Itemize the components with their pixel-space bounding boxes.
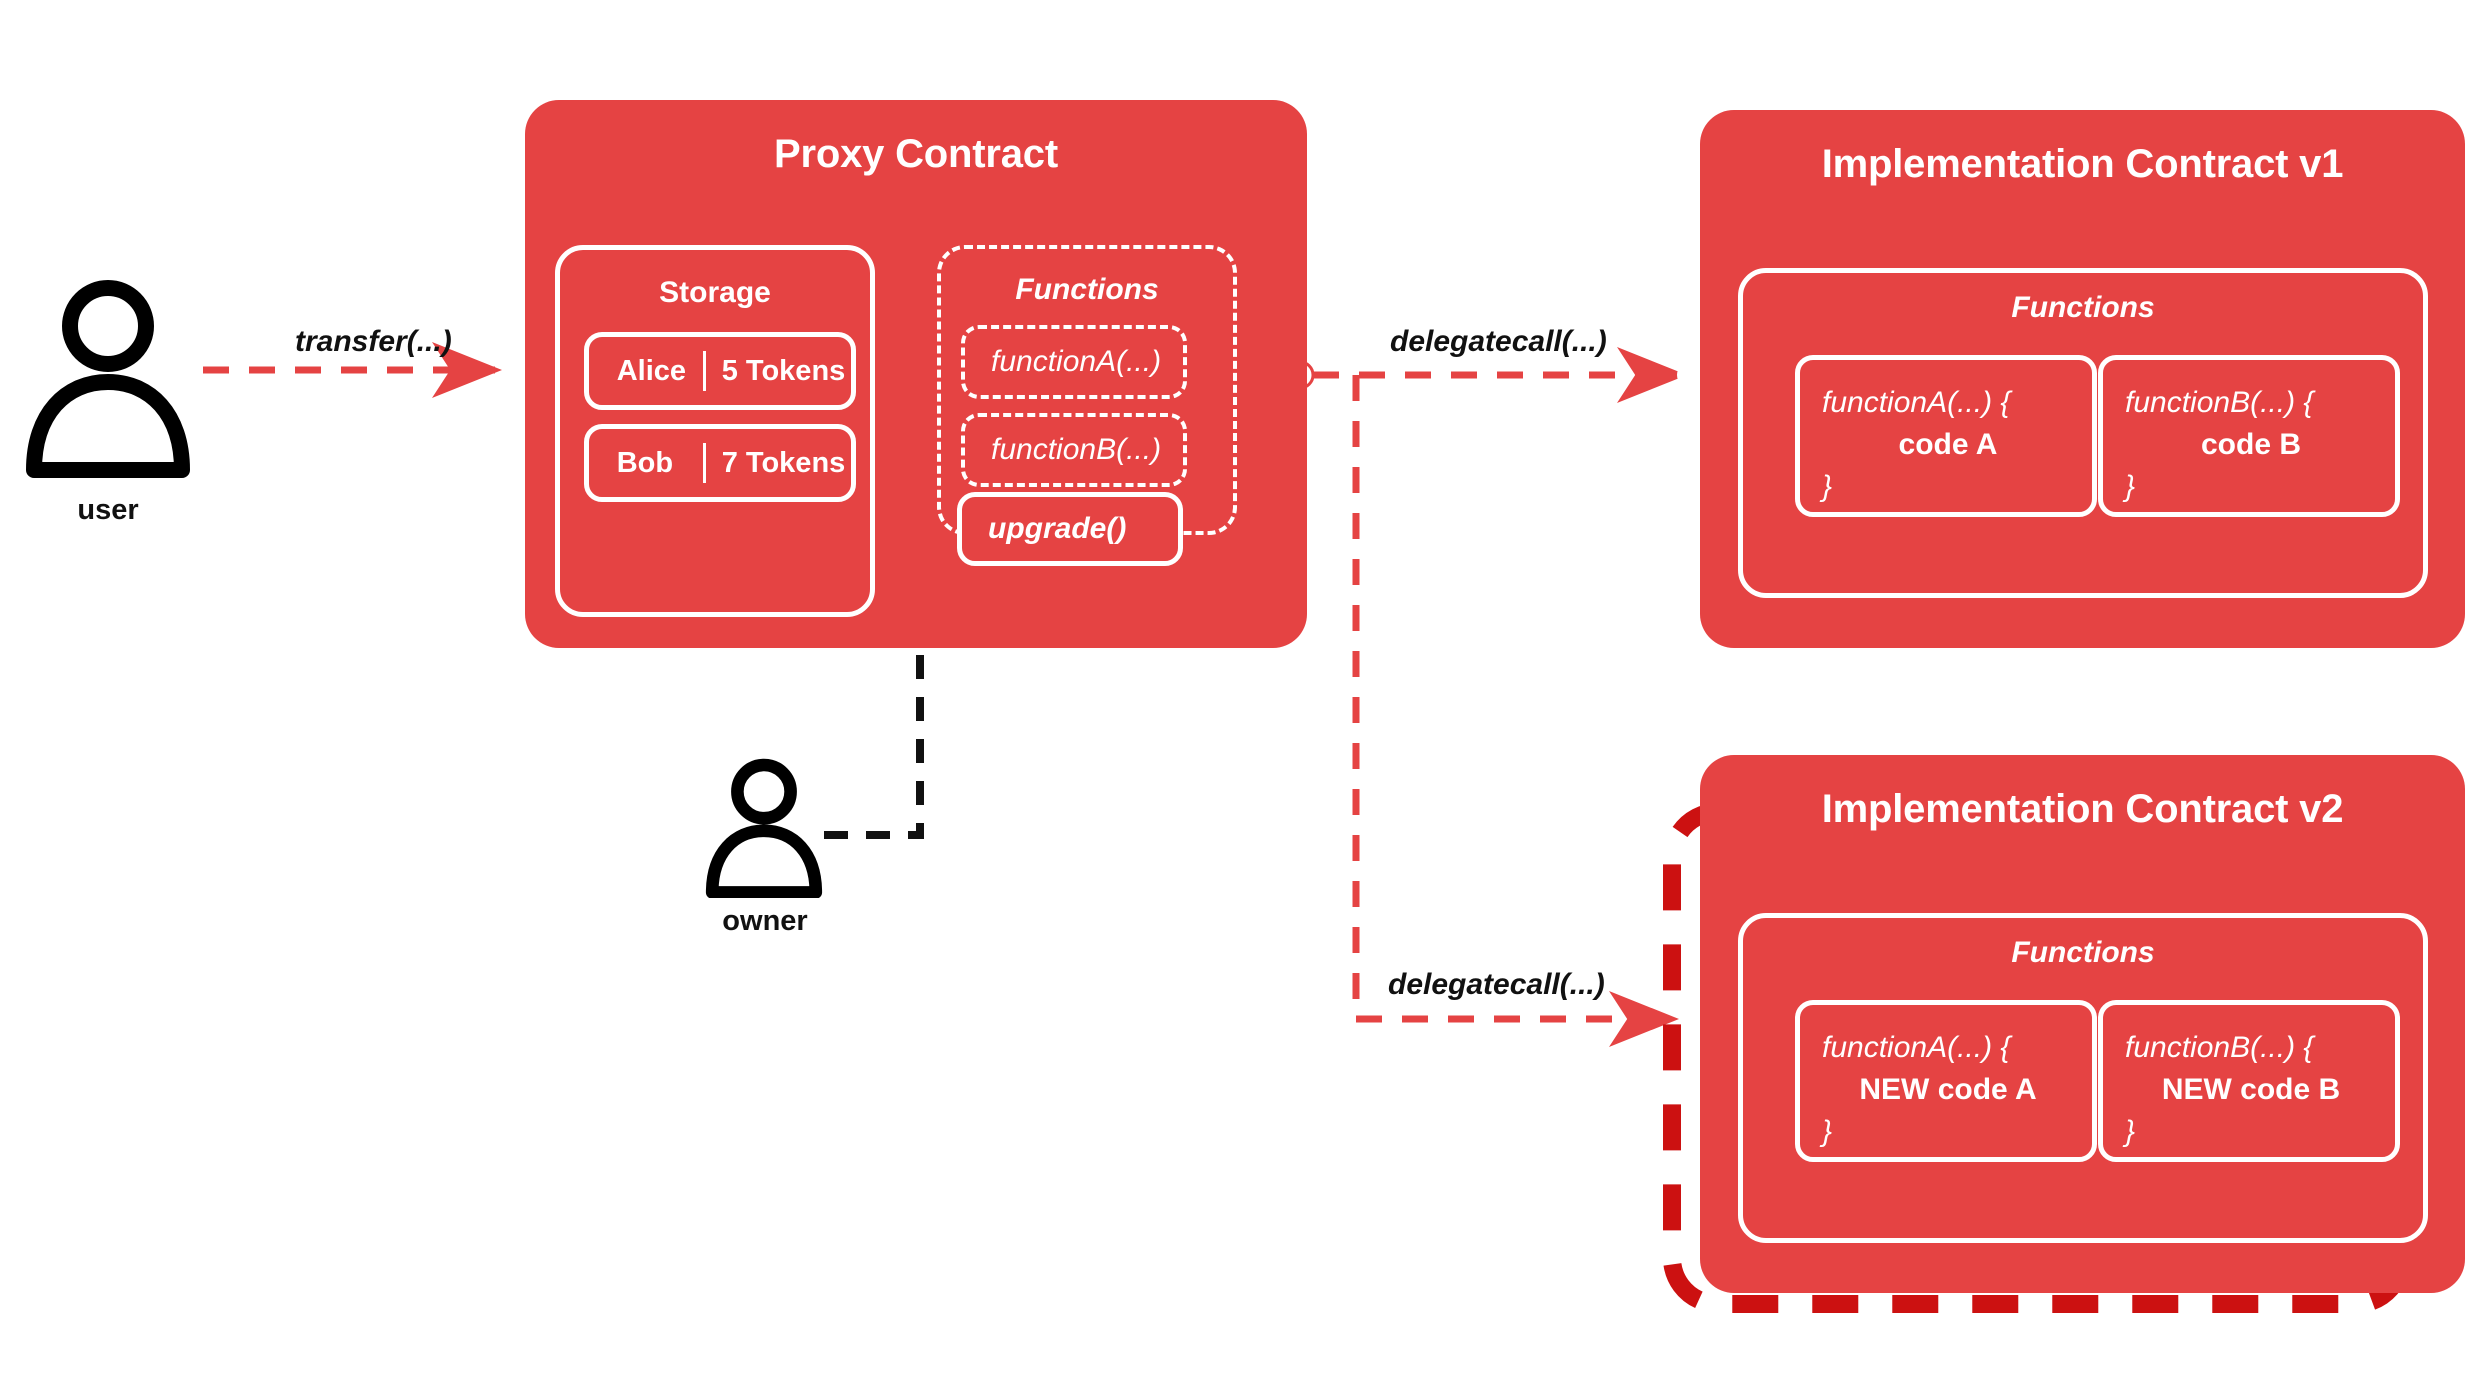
- impl-v2-function-b[interactable]: functionB(...) { NEW code B }: [2098, 1000, 2400, 1162]
- impl-v1-function-a[interactable]: functionA(...) { code A }: [1795, 355, 2097, 517]
- impl-v2-card[interactable]: Implementation Contract v2 Functions fun…: [1700, 755, 2465, 1293]
- proxy-function-b[interactable]: functionB(...): [961, 413, 1187, 487]
- impl-v1-title: Implementation Contract v1: [1821, 142, 2344, 186]
- storage-entry-bob-row: Bob 7 Tokens: [589, 443, 851, 483]
- proxy-contract-title: Proxy Contract: [774, 132, 1058, 176]
- proxy-functions-label: Functions: [1015, 273, 1159, 306]
- proxy-function-a[interactable]: functionA(...): [961, 325, 1187, 399]
- impl-v2-function-b-sig: functionB(...) {: [2125, 1031, 2314, 1064]
- impl-v1-function-b-code: functionB(...) { code B }: [2103, 360, 2395, 512]
- impl-v1-function-b-sig: functionB(...) {: [2125, 386, 2314, 419]
- storage-entry-divider: [702, 351, 706, 391]
- impl-v2-function-b-close: }: [2125, 1115, 2136, 1148]
- storage-entry-alice-key: Alice: [616, 354, 687, 387]
- proxy-functions-panel: Functions functionA(...) functionB(...): [937, 245, 1237, 535]
- proxy-function-b-label: functionB(...): [991, 433, 1162, 466]
- storage-entry-bob-value: 7 Tokens: [721, 446, 846, 479]
- edge-delegatecall-v2: [1352, 375, 1679, 1047]
- impl-v1-function-b-body: code B: [2200, 428, 2302, 461]
- actor-user: [18, 278, 198, 478]
- impl-v2-function-b-body: NEW code B: [2161, 1073, 2341, 1106]
- storage-entry-bob[interactable]: Bob 7 Tokens: [584, 424, 856, 502]
- impl-v2-function-b-code: functionB(...) { NEW code B }: [2103, 1005, 2395, 1157]
- proxy-contract-card[interactable]: Proxy Contract Storage Alice 5 Tokens Bo…: [525, 100, 1307, 648]
- impl-v2-function-a-close: }: [1822, 1115, 1833, 1148]
- impl-v1-function-a-close: }: [1822, 470, 1833, 503]
- storage-entry-alice[interactable]: Alice 5 Tokens: [584, 332, 856, 410]
- impl-v1-functions-panel: Functions functionA(...) { code A } func…: [1738, 268, 2428, 598]
- edge-label-delegatecall-v2: delegatecall(...): [1388, 968, 1605, 1001]
- impl-v1-functions-label: Functions: [2011, 291, 2155, 324]
- impl-v2-functions-panel: Functions functionA(...) { NEW code A } …: [1738, 913, 2428, 1243]
- proxy-storage-label: Storage: [659, 276, 771, 309]
- impl-v2-function-a-sig: functionA(...) {: [1822, 1031, 2011, 1064]
- storage-entry-alice-row: Alice 5 Tokens: [589, 351, 851, 391]
- actor-user-label: user: [77, 494, 139, 526]
- impl-v2-function-a[interactable]: functionA(...) { NEW code A }: [1795, 1000, 2097, 1162]
- proxy-storage-panel: Storage Alice 5 Tokens Bob 7 Tokens: [555, 245, 875, 617]
- storage-entry-divider: [702, 443, 706, 483]
- impl-v1-function-a-sig: functionA(...) {: [1822, 386, 2011, 419]
- owner-icon: [705, 758, 823, 899]
- storage-entry-bob-key: Bob: [616, 446, 674, 479]
- impl-v1-function-b-close: }: [2125, 470, 2136, 503]
- edge-label-transfer: transfer(...): [295, 325, 452, 358]
- proxy-function-upgrade-label: upgrade(): [988, 512, 1127, 545]
- impl-v1-function-b[interactable]: functionB(...) { code B }: [2098, 355, 2400, 517]
- impl-v1-function-a-body: code A: [1898, 428, 1998, 461]
- proxy-function-a-label: functionA(...): [991, 345, 1162, 378]
- impl-v2-function-a-code: functionA(...) { NEW code A }: [1800, 1005, 2092, 1157]
- user-icon: [26, 280, 190, 478]
- impl-v2-functions-label: Functions: [2011, 936, 2155, 969]
- impl-v1-card[interactable]: Implementation Contract v1 Functions fun…: [1700, 110, 2465, 648]
- proxy-function-upgrade[interactable]: upgrade(): [957, 492, 1183, 566]
- actor-owner: [700, 758, 828, 899]
- impl-v1-function-a-code: functionA(...) { code A }: [1800, 360, 2092, 512]
- storage-entry-alice-value: 5 Tokens: [721, 354, 846, 387]
- impl-v2-title: Implementation Contract v2: [1821, 787, 2344, 831]
- actor-owner-label: owner: [722, 905, 808, 937]
- edge-label-delegatecall-v1: delegatecall(...): [1390, 325, 1607, 358]
- impl-v2-function-a-body: NEW code A: [1859, 1073, 2037, 1106]
